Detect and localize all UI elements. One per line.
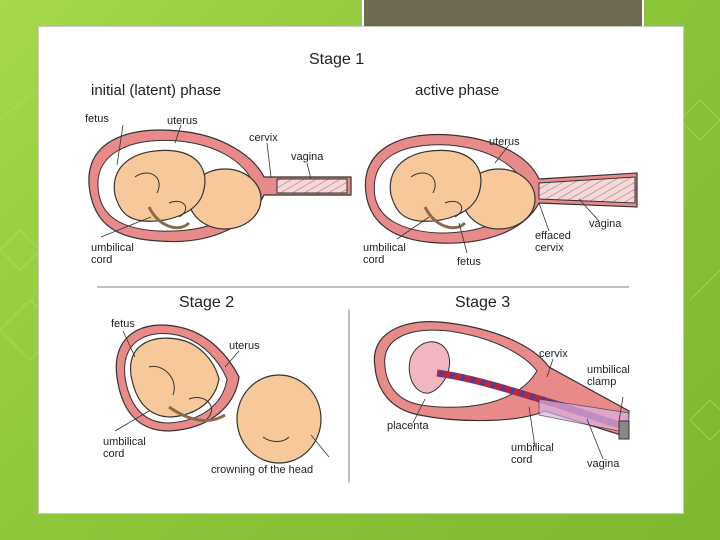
stage3-placenta-label: placenta [387, 420, 429, 432]
stage2-cord-label-line2: cord [103, 448, 124, 460]
stage2-illustration [114, 324, 330, 464]
latent-uterus-label: uterus [167, 115, 198, 127]
latent-phase-illustration [88, 124, 352, 243]
latent-phase-title: initial (latent) phase [91, 82, 221, 99]
stage3-vagina-label: vagina [587, 458, 620, 470]
active-vagina-label: vagina [589, 218, 622, 230]
active-phase-illustration [364, 133, 638, 254]
stage3-clamp-label-line2: clamp [587, 376, 616, 388]
stage3-title: Stage 3 [455, 294, 510, 311]
active-uterus-label: uterus [489, 136, 520, 148]
active-phase-title: active phase [415, 82, 499, 99]
labor-stages-diagram: Stage 1 initial (latent) phase active ph… [85, 51, 638, 483]
stage1-title: Stage 1 [309, 51, 364, 68]
active-fetus-label: fetus [457, 256, 481, 268]
stage3-cord-label-line2: cord [511, 454, 532, 466]
active-cord-label-line1: umbilical [363, 242, 406, 254]
slide-panel: Stage 1 initial (latent) phase active ph… [38, 26, 684, 514]
latent-vagina-label: vagina [291, 151, 324, 163]
active-effaced-label-line2: cervix [535, 242, 564, 254]
stage3-clamp-label-line1: umbilical [587, 364, 630, 376]
stage2-crowning-label: crowning of the head [211, 464, 313, 476]
stage2-cord-label-line1: umbilical [103, 436, 146, 448]
stage2-uterus-label: uterus [229, 340, 260, 352]
stage2-fetus-label: fetus [111, 318, 135, 330]
latent-fetus-label: fetus [85, 113, 109, 125]
latent-cervix-label: cervix [249, 132, 278, 144]
stage3-cord-label-line1: umbilical [511, 442, 554, 454]
active-cord-label-line2: cord [363, 254, 384, 266]
latent-cord-label-line2: cord [91, 254, 112, 266]
latent-cord-label-line1: umbilical [91, 242, 134, 254]
stage2-title: Stage 2 [179, 294, 234, 311]
stage3-illustration [373, 321, 630, 460]
active-effaced-label-line1: effaced [535, 230, 571, 242]
stage3-cervix-label: cervix [539, 348, 568, 360]
